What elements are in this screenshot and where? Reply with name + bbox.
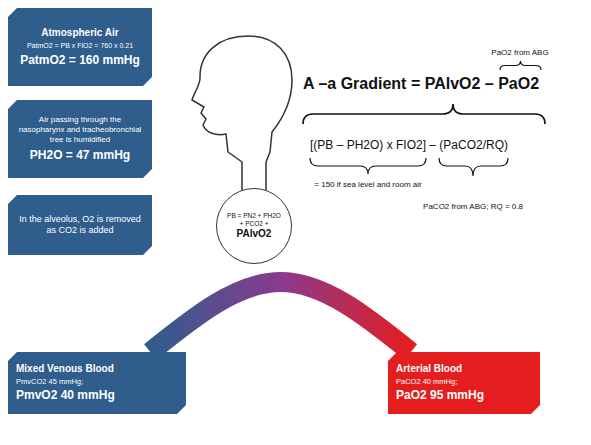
brace — [303, 104, 545, 124]
brace — [310, 158, 426, 174]
box-text: PatmO2 = PB x FiO2 = 760 x 0.21 — [16, 42, 144, 50]
brace — [500, 61, 541, 70]
info-box: Atmospheric AirPatmO2 = PB x FiO2 = 760 … — [8, 8, 152, 86]
box-heading: In the alveolus, O2 is removed as CO2 is… — [16, 214, 144, 236]
box-text: PmvCO2 45 mmHg; — [16, 377, 178, 386]
info-box: In the alveolus, O2 is removed as CO2 is… — [8, 195, 152, 255]
equation-label: A –a Gradient = PAlvO2 – PaO2 — [303, 74, 539, 93]
note-label: = 150 if sea level and room air — [314, 180, 421, 190]
box-heading: Atmospheric Air — [16, 27, 144, 39]
note-label: PaCO2 from ABG; RQ = 0.8 — [423, 202, 523, 212]
box-text: PatmO2 = 160 mmHg — [16, 53, 144, 67]
info-box: Air passing through the nasopharynx and … — [8, 100, 152, 178]
alveolus-circle: PB = PN2 + PH2O + PCO2 +PAlvO2 — [216, 188, 292, 264]
box-text: PAlvO2 — [226, 228, 282, 240]
box-heading: Air passing through the nasopharynx and … — [16, 115, 144, 144]
brace — [439, 158, 508, 176]
head-outline — [192, 36, 292, 190]
box-text: PaCO2 40 mmHg; — [396, 377, 532, 386]
note-label: PaO2 from ABG — [491, 48, 548, 58]
box-heading: Mixed Venous Blood — [16, 363, 178, 375]
blood-box: Mixed Venous BloodPmvCO2 45 mmHg; PmvO2 4… — [8, 352, 186, 414]
box-text: PaO2 95 mmHg — [396, 388, 532, 402]
box-text: PH2O = 47 mmHg — [16, 148, 144, 162]
formula-label: [(PB – PH2O) x FIO2] – (PaCO2/RQ) — [310, 138, 508, 152]
blood-arch — [150, 282, 410, 352]
box-text: PmvO2 40 mmHg — [16, 388, 178, 402]
blood-box: Arterial BloodPaCO2 40 mmHg; PaO2 95 mmHg — [388, 352, 540, 414]
box-heading: PB = PN2 + PH2O + PCO2 + — [226, 212, 282, 228]
box-heading: Arterial Blood — [396, 363, 532, 375]
